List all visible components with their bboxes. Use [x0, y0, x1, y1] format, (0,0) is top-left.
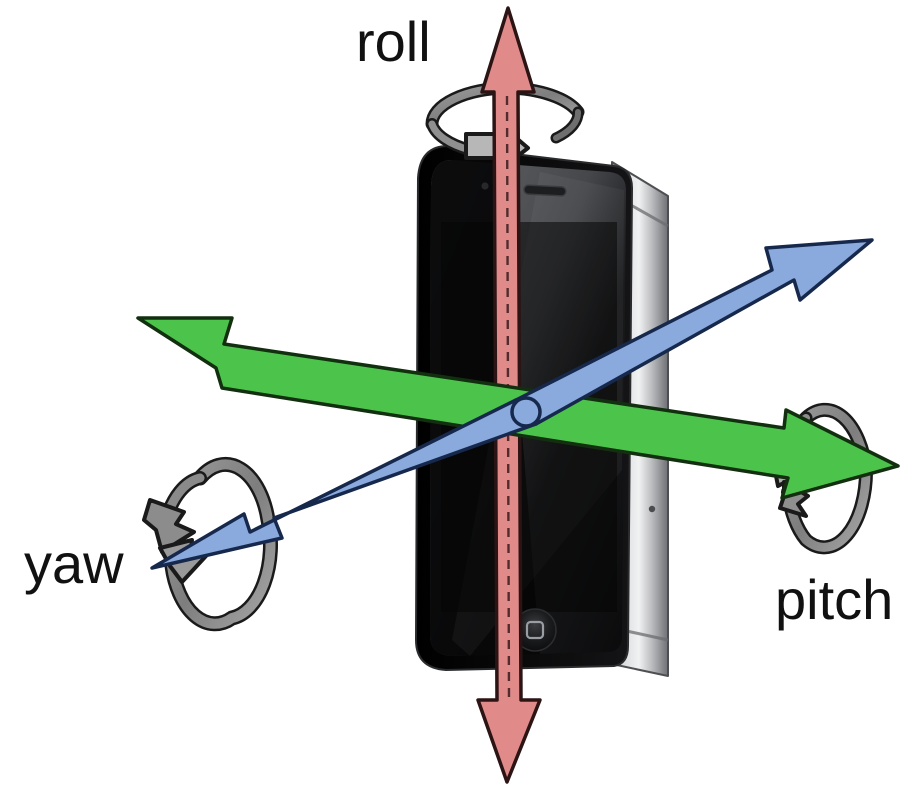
axis-yaw [142, 238, 874, 632]
yaw-axis-arrow-far [514, 238, 874, 426]
label-pitch: pitch [775, 568, 894, 631]
yaw-axis-arrow-near [150, 396, 542, 570]
home-button-square [525, 620, 545, 640]
home-button [513, 608, 557, 652]
label-roll: roll [356, 10, 431, 73]
earpiece-speaker [523, 184, 567, 197]
bezel-screw [648, 505, 656, 513]
bezel-seam-bottom [621, 628, 669, 642]
front-camera [481, 182, 489, 190]
label-yaw: yaw [24, 532, 124, 595]
